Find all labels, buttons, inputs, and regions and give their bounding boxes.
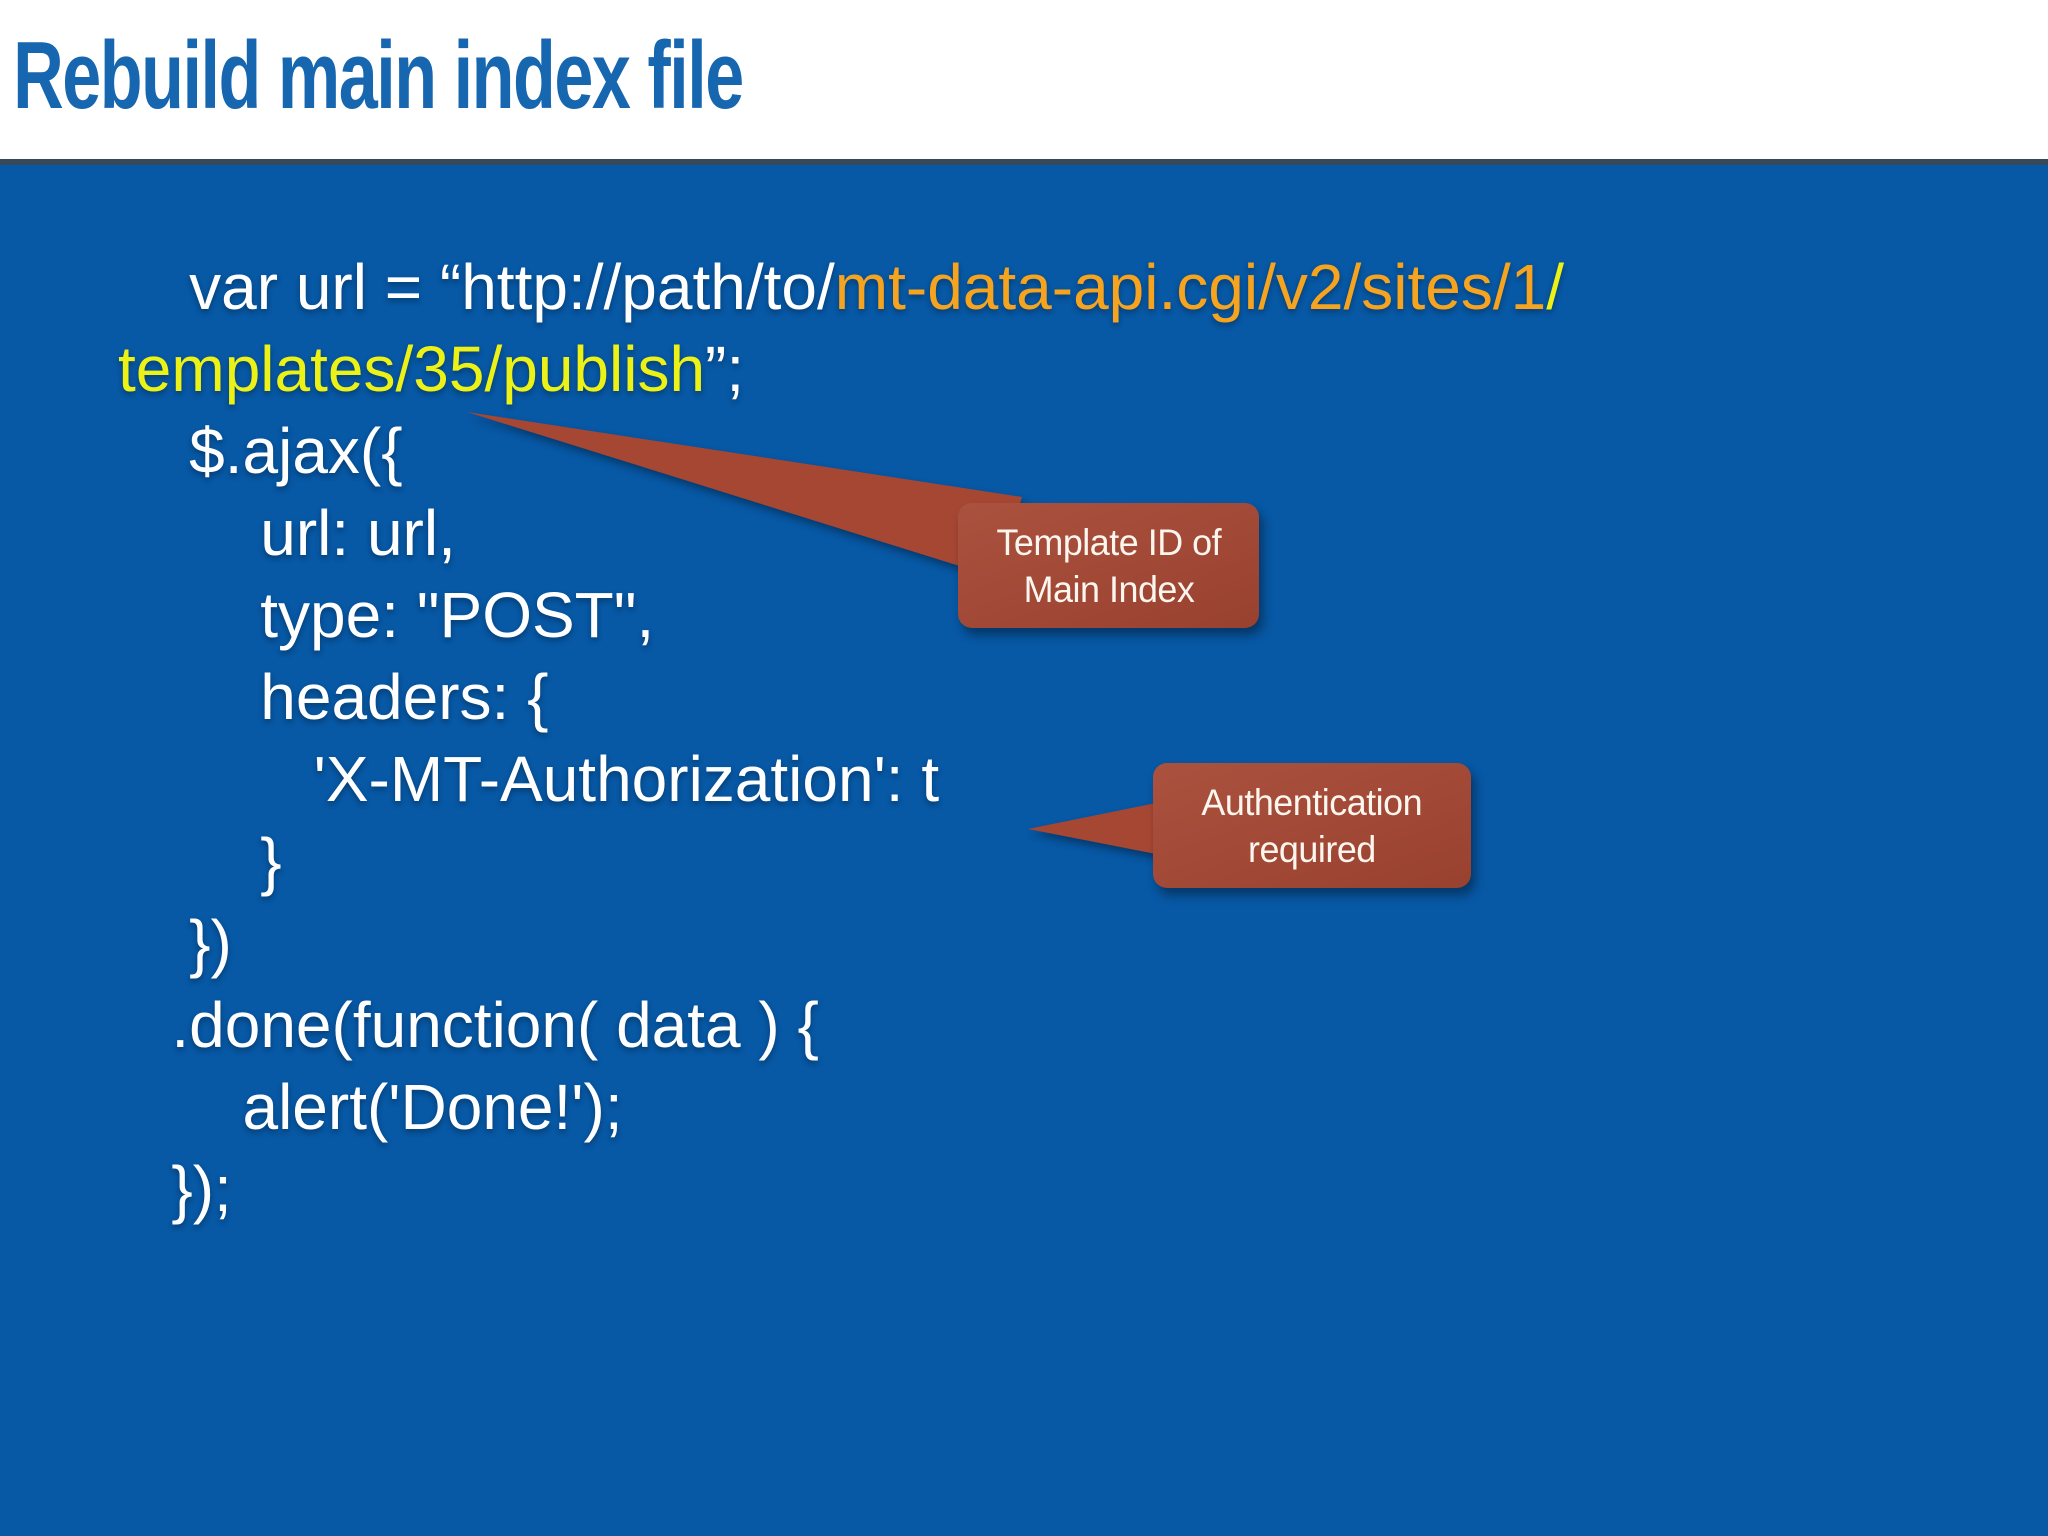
callout-authentication: Authentication required — [1153, 763, 1471, 888]
code-segment-white: 'X-MT-Authorization': t — [118, 743, 940, 815]
code-segment-white: alert('Done!'); — [118, 1071, 623, 1143]
code-block: var url = “http://path/to/mt-data-api.cg… — [118, 246, 1564, 1230]
code-line: 'X-MT-Authorization': t — [118, 738, 1564, 820]
callout-text-line: Main Index — [1023, 568, 1194, 610]
callout-text-line: Authentication — [1201, 781, 1423, 823]
code-segment-white: .done(function( data ) { — [118, 989, 819, 1061]
callout-text-line: required — [1248, 828, 1376, 870]
code-segment-yellow: / — [1546, 251, 1564, 323]
code-line: headers: { — [118, 656, 1564, 738]
code-line: }); — [118, 1148, 1564, 1230]
code-line: url: url, — [118, 492, 1564, 574]
code-segment-white: } — [118, 825, 282, 897]
code-segment-orange: mt-data-api.cgi/v2/sites/1 — [834, 251, 1547, 323]
code-segment-white: $.ajax({ — [118, 415, 403, 487]
code-segment-white: ”; — [705, 333, 745, 405]
code-line: }) — [118, 902, 1564, 984]
code-line: .done(function( data ) { — [118, 984, 1564, 1066]
code-line: var url = “http://path/to/mt-data-api.cg… — [118, 246, 1564, 328]
code-segment-white: headers: { — [118, 661, 549, 733]
slide-title: Rebuild main index file — [13, 21, 744, 129]
code-segment-yellow: templates/35/publish — [118, 333, 706, 405]
code-segment-white: url: url, — [118, 497, 456, 569]
slide-header: Rebuild main index file — [0, 0, 2048, 159]
code-line: templates/35/publish”; — [118, 328, 1564, 410]
code-line: } — [118, 820, 1564, 902]
header-divider — [0, 159, 2048, 165]
code-line: $.ajax({ — [118, 410, 1564, 492]
code-line: alert('Done!'); — [118, 1066, 1564, 1148]
callout-text-line: Template ID of — [996, 521, 1221, 563]
code-segment-white: type: "POST", — [118, 579, 655, 651]
code-line: type: "POST", — [118, 574, 1564, 656]
code-segment-white: }) — [118, 907, 232, 979]
code-segment-white: }); — [118, 1153, 232, 1225]
callout-template-id: Template ID of Main Index — [958, 503, 1259, 628]
code-segment-white: var url = “http://path/to/ — [118, 251, 835, 323]
